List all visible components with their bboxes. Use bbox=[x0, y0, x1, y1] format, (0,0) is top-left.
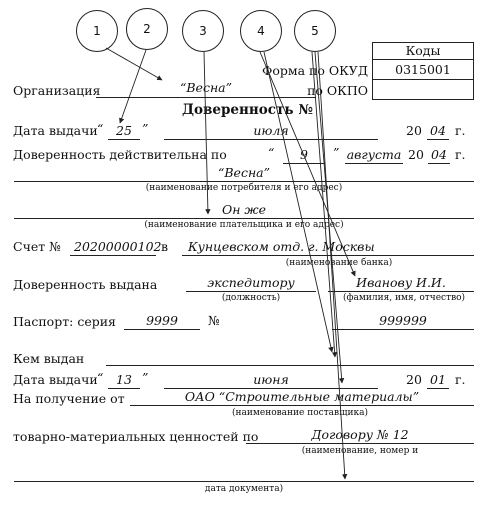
position-caption: (должность) bbox=[221, 293, 281, 303]
valid-until-label: Доверенность действительна по bbox=[13, 147, 227, 162]
issue-date-label: Дата выдачи bbox=[13, 123, 98, 138]
document-title: Доверенность № bbox=[182, 102, 313, 118]
issue-month: июля bbox=[253, 123, 289, 138]
callout-5: 5 bbox=[294, 10, 336, 52]
okud-label: Форма по ОКУД bbox=[262, 63, 368, 78]
goods-caption: (наименование, номер и bbox=[301, 446, 419, 456]
valid-day: 9 bbox=[300, 147, 308, 162]
account-number: 20200000102 bbox=[74, 239, 162, 254]
passport-series: 9999 bbox=[146, 313, 178, 328]
issue-year: 04 bbox=[430, 123, 446, 138]
passport-number: 999999 bbox=[379, 313, 427, 328]
account-label: Счет № bbox=[13, 239, 61, 254]
passport-year: 01 bbox=[430, 372, 446, 387]
consumer-caption: (наименование потребителя и его адрес) bbox=[145, 183, 343, 193]
organization-label: Организация bbox=[13, 83, 101, 98]
goods-document: Договору № 12 bbox=[311, 427, 409, 442]
issued-name: Иванову И.И. bbox=[356, 275, 446, 290]
callout-4: 4 bbox=[240, 10, 282, 52]
payer-value: Он же bbox=[221, 202, 267, 217]
goods-label: товарно-материальных ценностей по bbox=[13, 429, 259, 444]
valid-year: 04 bbox=[431, 147, 447, 162]
passport-month: июня bbox=[253, 372, 289, 387]
issue-day: 25 bbox=[116, 123, 132, 138]
issued-by-label: Кем выдан bbox=[13, 351, 85, 366]
arrow-1 bbox=[105, 47, 163, 81]
callout-2: 2 bbox=[126, 8, 168, 50]
passport-label: Паспорт: серия bbox=[13, 314, 116, 329]
name-caption: (фамилия, имя, отчество) bbox=[342, 293, 466, 303]
valid-month: августа bbox=[346, 147, 402, 162]
passport-date-label: Дата выдачи bbox=[13, 372, 98, 387]
bank-name: Кунцевском отд. г. Москвы bbox=[188, 239, 375, 254]
callout-3: 3 bbox=[182, 10, 224, 52]
supplier-caption: (наименование поставщика) bbox=[232, 408, 368, 418]
issued-to-label: Доверенность выдана bbox=[13, 277, 158, 292]
organization-value: “Весна” bbox=[179, 80, 233, 95]
receive-from-label: На получение от bbox=[13, 391, 125, 406]
goods-caption-2: дата документа) bbox=[204, 484, 284, 494]
passport-day: 13 bbox=[116, 372, 132, 387]
payer-caption: (наименование плательщика и его адрес) bbox=[144, 220, 344, 230]
codes-header: Коды bbox=[405, 43, 441, 58]
bank-caption: (наименование банка) bbox=[285, 258, 393, 268]
callout-1: 1 bbox=[76, 10, 118, 52]
issued-position: экспедитору bbox=[207, 275, 295, 290]
okud-value: 0315001 bbox=[395, 62, 451, 77]
consumer-value: “Весна” bbox=[217, 165, 271, 180]
supplier-name: ОАО “Строительные материалы” bbox=[184, 389, 420, 404]
codes-table bbox=[372, 42, 474, 100]
